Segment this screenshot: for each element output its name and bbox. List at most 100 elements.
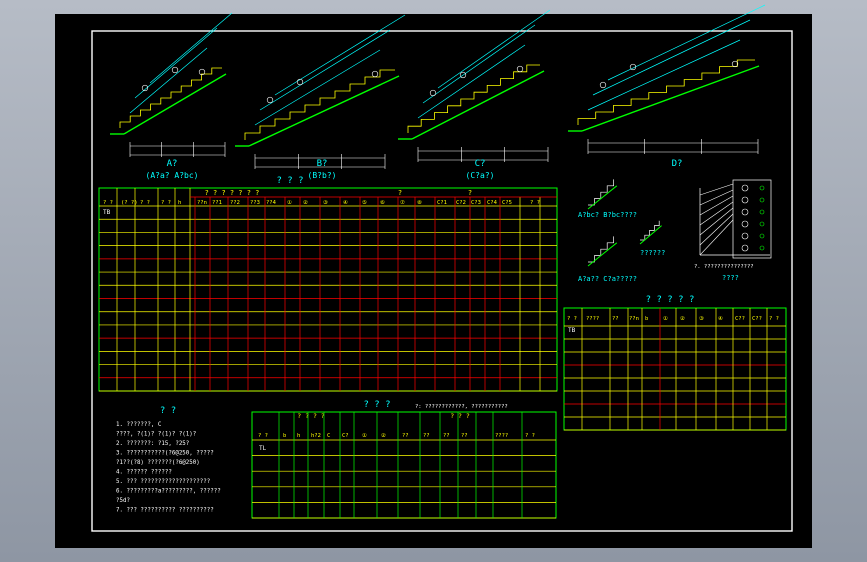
callout-marker [731,60,739,68]
detail-note: ?. ??????????????? [694,264,754,270]
main-table-header: ② [303,199,308,206]
detail-callout [741,208,749,216]
note-line: 4. ?????? ?????? [116,470,172,476]
callout-marker [459,71,467,79]
right-table-header: ② [680,315,685,322]
section-view-1: A?(A?a? A?bc) [110,12,233,180]
stair-slab [248,75,400,147]
bottom-table-title: ? ? ? [363,400,390,410]
rebar-line [254,49,381,126]
note-line: 6. ?????????a?????????, ?????? [116,489,221,495]
bottom-table-header: C [327,433,330,439]
bottom-table-header: ?? [461,433,468,439]
main-table-header: ? ? [530,200,540,206]
stair-section-views: A?(A?a? A?bc)B?(B?b?)C?(C?a?)D? [110,4,766,180]
rebar-line [607,4,766,81]
right-table-header: ? ? [769,316,779,322]
note-line: ????, ?(1)? ?(1)? ?(1)? [116,432,196,438]
callout-marker [198,68,206,76]
right-table-header: ??n [629,316,639,322]
detail-slab [587,185,618,210]
main-table-header: ??4 [266,200,277,206]
callout-marker [599,81,607,89]
section-title: A? [167,159,178,169]
detail-slab [587,242,618,267]
bottom-table-header: ?? [443,433,450,439]
bottom-table-header: C? [342,433,349,439]
rebar-line [259,29,391,111]
note-line: ?1??(?8) ???????(?6@250) [116,460,200,466]
main-table-group-right: ? [468,189,472,197]
section-view-2: B?(B?b?) [235,14,406,180]
callout-marker [171,66,179,74]
note-line: 5. ??? ???????????????????? [116,479,210,485]
detail-bar [759,197,765,203]
detail-hatch [699,207,734,236]
right-table-first-row: TB [568,327,576,334]
detail-bar [759,209,765,215]
detail-hatch [699,213,734,246]
detail-callout [741,220,749,228]
detail-bar [759,245,765,251]
main-table-header: C?4 [487,200,498,206]
callout-marker [141,84,149,92]
main-table-header: ? ? [140,200,150,206]
detail-hatch [699,195,734,216]
model-space [55,14,812,548]
stair-slab [581,65,760,132]
right-table-header: ?? [612,316,619,322]
detail-outline [732,179,772,259]
rebar-line [422,24,536,104]
detail-label-2: ?????? [640,249,665,257]
stair-steps [244,69,395,140]
bottom-table-header: ② [381,432,386,439]
general-notes: ? ? 1. ???????, C ????, ?(1)? ?(1)? ?(1)… [116,406,221,514]
detail-stair-sketch [587,179,618,210]
callout-marker [516,65,524,73]
detail-callout [741,244,749,252]
detail-steps [588,179,614,206]
rebar-line [437,9,551,89]
rebar-line [592,19,751,96]
main-table-header: (? ?) [121,200,138,206]
rebar-line [274,14,406,96]
note-line: 2. ???????: ?15, ?25? [116,441,189,447]
detail-steps [588,236,614,263]
callout-marker [266,96,274,104]
detail-callout [741,184,749,192]
detail-stair-sketch [639,220,662,245]
detail-label-1: A?bc? B?bc???? [578,211,637,219]
detail-bar [759,233,765,239]
stair-slab [123,73,227,135]
main-table-header: h [178,200,181,206]
section-subtitle: (C?a?) [466,171,495,180]
bottom-table-aside: ?: ????????????, ??????????? [415,404,508,410]
right-table-header: C?? [752,316,762,322]
rebar-line [129,47,208,114]
main-table-header: ??2 [230,200,240,206]
detail-callout [741,196,749,204]
detail-hatch [699,183,734,196]
callout-marker [429,89,437,97]
main-table-header: C?5 [502,200,512,206]
main-table-group-mid: ? [398,189,402,197]
bottom-table-first-row: TL [259,445,267,452]
note-line: 1. ???????, C [116,422,162,428]
detail-hatch [699,201,734,226]
detail-bar [759,185,765,191]
right-table-title: ? ? ? ? ? [646,295,695,305]
callout-marker [296,78,304,86]
main-table-header: ??3 [250,200,260,206]
right-table-header: b [645,316,648,322]
rebar-line [587,39,741,111]
main-table-header: ??n [197,200,207,206]
detail-hatch [699,189,734,206]
main-table-header: ⑥ [380,199,385,206]
detail-steps [640,220,660,241]
note-line: 7. ??? ?????????? ?????????? [116,508,214,514]
main-stair-table: ? ? ? ? ? ? ? ? ? ? ? ? ? ?(? ?)? ?? ?h?… [98,176,558,392]
bottom-table-header: ?? [402,433,409,439]
main-table-first-row: TB [103,209,111,216]
